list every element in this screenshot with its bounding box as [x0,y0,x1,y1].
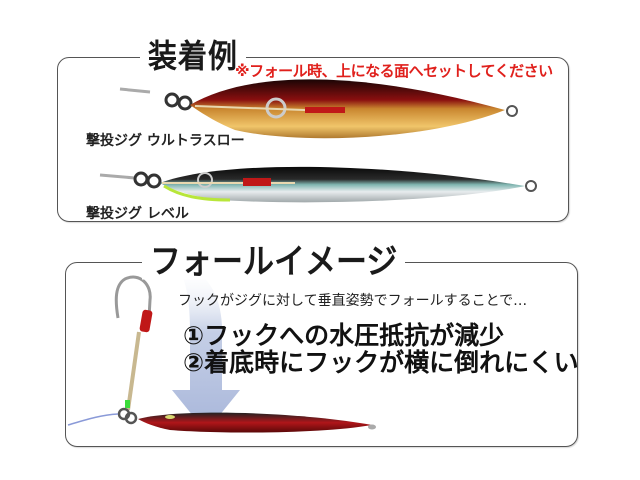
fall-point-1: ①フックへの水圧抵抗が減少 [183,321,505,350]
fall-image-title: フォールイメージ [142,245,406,280]
fall-point-2: ②着底時にフックが横に倒れにくい [183,348,579,377]
ultra-slow-jig-label: 撃投ジグ ウルトラスロー [86,133,245,149]
fall-intro-text: フックがジグに対して垂直姿勢でフォールすることで… [178,293,528,309]
mounting-note: ※フォール時、上になる面へセットしてください [235,62,553,80]
mounting-example-title: 装着例 [140,40,247,73]
level-jig-label: 撃投ジグ レベル [86,206,189,222]
